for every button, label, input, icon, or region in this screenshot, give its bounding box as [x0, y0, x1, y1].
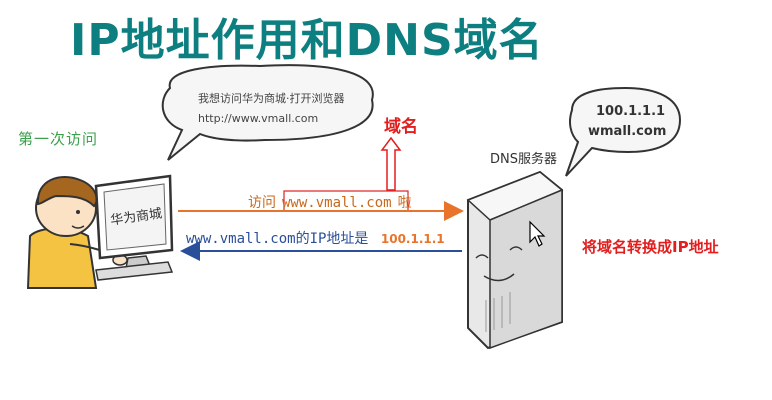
response-text: www.vmall.com的IP地址是: [186, 231, 369, 247]
response-ip: 100.1.1.1: [380, 232, 445, 246]
mouse-cursor-icon: [529, 220, 546, 247]
response-label: www.vmall.com的IP地址是 100.1.1.1: [186, 228, 445, 248]
user-bubble-line2: http://www.vmall.com: [198, 112, 319, 125]
dns-server-label: DNS服务器: [490, 152, 557, 167]
user-speech-bubble: [161, 64, 374, 161]
computer-monitor: [94, 174, 174, 281]
dns-bubble-ip: 100.1.1.1: [596, 104, 666, 119]
page-title: IP地址作用和DNS域名: [70, 15, 544, 66]
domain-label: 域名: [384, 117, 418, 137]
dns-server-illustration: [466, 170, 564, 350]
domain-pointer-arrow: [380, 136, 402, 191]
request-suffix: 啦: [397, 195, 412, 211]
request-prefix: 访问: [248, 195, 276, 211]
request-domain: www.vmall.com: [282, 195, 392, 211]
user-bubble-line1: 我想访问华为商城·打开浏览器: [198, 92, 345, 105]
dns-speech-bubble: [565, 86, 682, 177]
first-visit-label: 第一次访问: [18, 130, 99, 148]
convert-label: 将域名转换成IP地址: [582, 238, 719, 256]
request-label: 访问 www.vmall.com 啦: [248, 192, 412, 212]
dns-bubble-domain: wmall.com: [588, 124, 667, 139]
user-illustration: [26, 176, 128, 289]
